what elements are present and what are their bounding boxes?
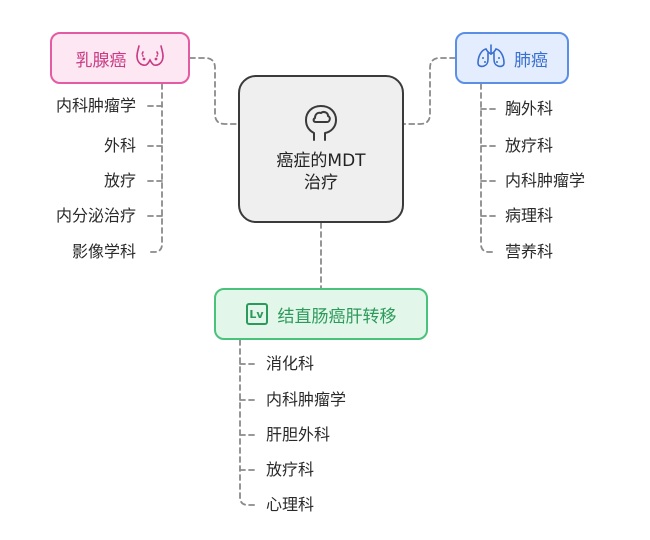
breast-cancer-node: 乳腺癌 xyxy=(50,32,190,84)
lung-item-3: 内科肿瘤学 xyxy=(505,171,586,190)
breast-item-2: 外科 xyxy=(103,136,136,155)
lung-item-5: 营养科 xyxy=(505,242,554,261)
connector-lung-center xyxy=(403,57,456,125)
lung-cancer-node: 肺癌 xyxy=(455,32,569,84)
lung-item-2: 放疗科 xyxy=(505,136,554,155)
colo-item-4: 放疗科 xyxy=(266,460,315,479)
colo-item-3: 肝胆外科 xyxy=(266,425,331,444)
breast-item-4: 内分泌治疗 xyxy=(55,206,136,225)
breast-item-3: 放疗 xyxy=(103,171,136,190)
breast-icon xyxy=(135,44,165,72)
center-title-line-2: 治疗 xyxy=(304,173,338,193)
colo-item-1: 消化科 xyxy=(266,354,315,373)
lung-item-1: 胸外科 xyxy=(505,99,554,118)
colorectal-label: 结直肠癌肝转移 xyxy=(277,306,397,327)
breast-item-5: 影像学科 xyxy=(71,242,136,261)
breast-item-1: 内科肿瘤学 xyxy=(55,96,136,115)
liver-lv-icon: Lv xyxy=(245,303,268,325)
colo-tree-trunk xyxy=(239,339,257,506)
lung-item-4: 病理科 xyxy=(505,206,554,225)
center-node: 癌症的MDT 治疗 xyxy=(238,75,404,223)
lung-cancer-label: 肺癌 xyxy=(514,50,548,71)
colo-item-2: 内科肿瘤学 xyxy=(266,390,347,409)
breast-cancer-label: 乳腺癌 xyxy=(75,50,127,71)
colorectal-node: Lv 结直肠癌肝转移 xyxy=(214,288,428,340)
lung-tree-trunk xyxy=(480,83,497,253)
head-brain-icon xyxy=(304,104,338,146)
lungs-icon xyxy=(476,43,506,73)
connector-breast-center xyxy=(189,57,239,125)
colo-item-5: 心理科 xyxy=(266,495,315,514)
center-title-line-1: 癌症的MDT xyxy=(276,151,366,171)
breast-tree-trunk xyxy=(146,83,163,253)
